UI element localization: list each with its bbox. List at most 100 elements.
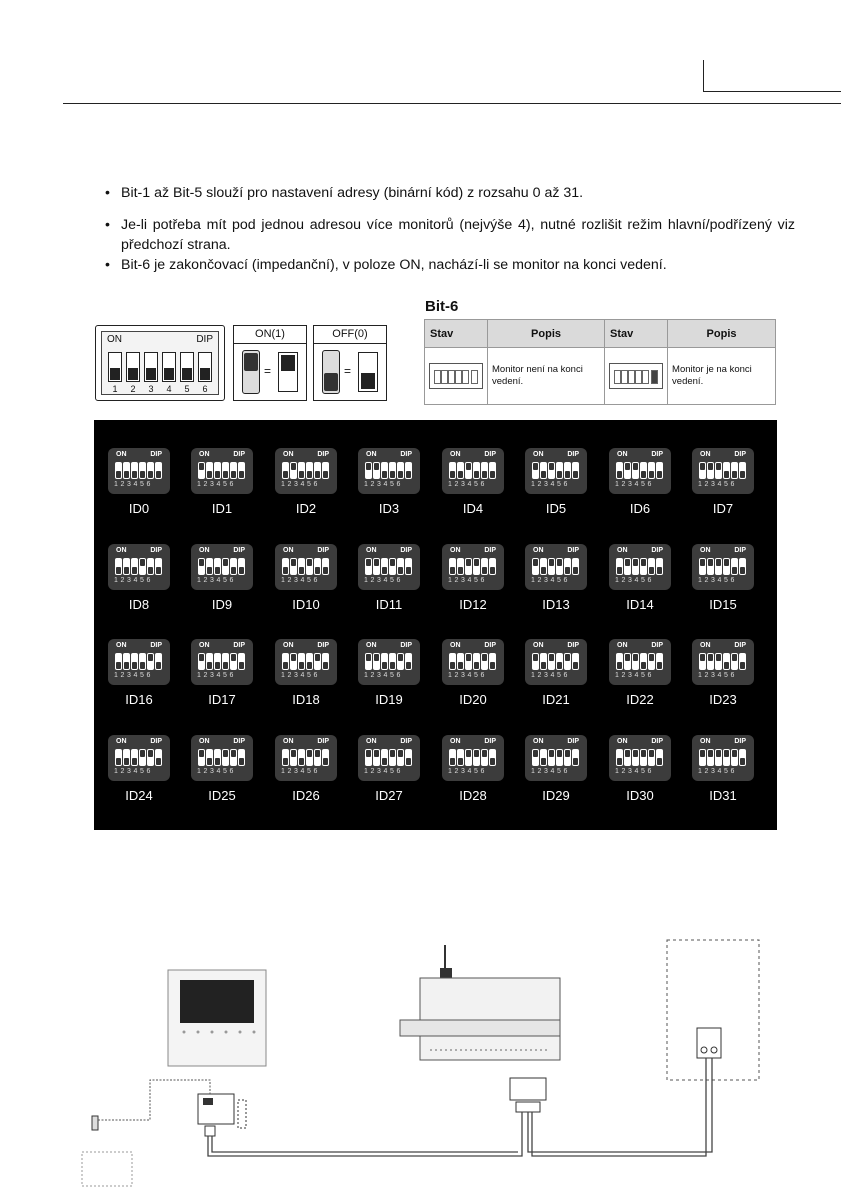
id-dip-label: DIP (400, 451, 412, 458)
monitor-icon (167, 969, 267, 1067)
dip-switch (632, 462, 639, 479)
dip-switch (548, 462, 555, 479)
id-dip-label: DIP (150, 738, 162, 745)
id-label: ID21 (542, 692, 570, 707)
dip-switch (214, 558, 221, 575)
dip-switch (564, 462, 571, 479)
dip-switch (298, 462, 305, 479)
dip-numbers: 123456 (448, 672, 487, 679)
dip-switch (222, 653, 229, 670)
lever-icon (322, 350, 340, 394)
dip-numbers: 123456 (364, 577, 403, 584)
id-label: ID0 (128, 501, 150, 516)
id-label: ID31 (709, 788, 737, 803)
id-label: ID9 (211, 597, 233, 612)
id-on-label: ON (366, 547, 377, 554)
id-on-label: ON (366, 642, 377, 649)
dip-switch (572, 653, 579, 670)
id-label: ID10 (292, 597, 320, 612)
dip-switch (532, 749, 539, 766)
dip-number: 3 (148, 384, 154, 394)
id-label: ID24 (125, 788, 153, 803)
dip-switch (489, 558, 496, 575)
dip-switch (572, 749, 579, 766)
dip-number: 2 (130, 384, 136, 394)
id-dip-label: DIP (484, 642, 496, 649)
dip-switch (481, 462, 488, 479)
state-off-box: OFF(0) = (313, 325, 387, 401)
dip-switch (230, 749, 237, 766)
dip-numbers: 123456 (281, 672, 320, 679)
dip-switch (564, 749, 571, 766)
dip-switch (206, 462, 213, 479)
dip-switch (405, 749, 412, 766)
dip-switch (707, 749, 714, 766)
dip-switch (397, 462, 404, 479)
dip-numbers: 123456 (448, 577, 487, 584)
dip-switch (481, 558, 488, 575)
dip-switch (449, 749, 456, 766)
table-header: Stav (424, 319, 488, 348)
dip-numbers: 123456 (615, 577, 654, 584)
dip-switch (723, 462, 730, 479)
dip-switch (656, 462, 663, 479)
dip-switch (640, 462, 647, 479)
dip-switch (123, 749, 130, 766)
dip-switch (381, 462, 388, 479)
id-on-label: ON (450, 738, 461, 745)
id-label: ID5 (545, 501, 567, 516)
dip-switch (457, 749, 464, 766)
lever-icon (242, 350, 260, 394)
dip-switch (365, 558, 372, 575)
dip-switch (322, 462, 329, 479)
dip-switch (389, 749, 396, 766)
dip-switch (214, 653, 221, 670)
id-dip-label: DIP (734, 738, 746, 745)
dip-numbers: 123456 (531, 768, 570, 775)
id-on-label: ON (700, 547, 711, 554)
id-label: ID29 (542, 788, 570, 803)
dip-switch (139, 653, 146, 670)
switch-off-icon (358, 352, 378, 392)
id-label: ID26 (292, 788, 320, 803)
dip-switch (147, 749, 154, 766)
dip-switch (532, 462, 539, 479)
dip-switch (616, 558, 623, 575)
dip-switch (648, 749, 655, 766)
id-on-label: ON (700, 738, 711, 745)
id-label: ID18 (292, 692, 320, 707)
dip-switch (723, 749, 730, 766)
dip-switch (115, 653, 122, 670)
id-dip-label: DIP (651, 451, 663, 458)
dip-number: 6 (202, 384, 208, 394)
id-on-label: ON (283, 738, 294, 745)
dip-switch (640, 653, 647, 670)
dip-switch (238, 653, 245, 670)
dip-switch (131, 558, 138, 575)
dip-switch (449, 653, 456, 670)
id-label: ID30 (626, 788, 654, 803)
id-on-label: ON (450, 451, 461, 458)
id-dip-label: DIP (150, 547, 162, 554)
table-header: Stav (604, 319, 669, 348)
dip-switch (198, 558, 205, 575)
dip-switch (699, 653, 706, 670)
dip-switch (699, 462, 706, 479)
dip-switch (656, 558, 663, 575)
id-dip-label: DIP (150, 642, 162, 649)
dip-switch (389, 462, 396, 479)
